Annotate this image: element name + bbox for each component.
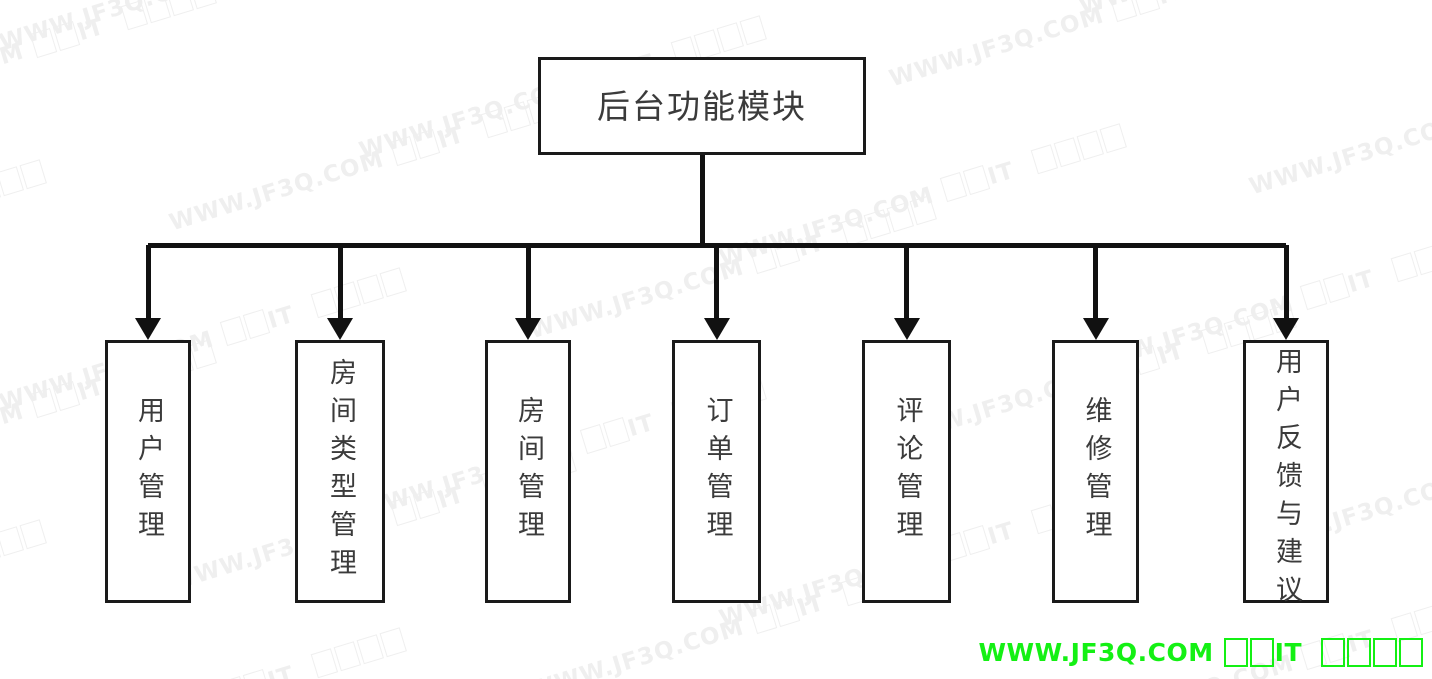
arrow-head-7 (1273, 318, 1299, 340)
connector-drop-4 (714, 245, 719, 318)
node-child-label: 房间管理 (513, 395, 544, 548)
footer-watermark-tofu-icon (1249, 638, 1274, 667)
footer-watermark: WWW.JF3Q.COM IT (978, 638, 1424, 667)
node-child-5[interactable]: 评论管理 (862, 340, 951, 603)
node-child-label: 维修管理 (1080, 395, 1112, 548)
arrow-head-1 (135, 318, 161, 340)
connector-drop-5 (904, 245, 909, 318)
node-child-7[interactable]: 用户反馈与建议 (1243, 340, 1329, 613)
arrow-head-5 (893, 318, 920, 340)
node-child-label: 评论管理 (891, 395, 923, 548)
node-root-label: 后台功能模块 (597, 86, 807, 126)
arrow-head-4 (703, 318, 730, 340)
footer-watermark-tofu-icon (1223, 638, 1248, 667)
connector-drop-1 (145, 245, 151, 318)
arrow-head-3 (515, 318, 541, 340)
node-child-3[interactable]: 房间管理 (485, 340, 571, 603)
arrow-head-2 (327, 318, 353, 340)
node-child-4[interactable]: 订单管理 (672, 340, 761, 603)
footer-watermark-text: WWW.JF3Q.COM (978, 638, 1214, 667)
footer-watermark-tofu-icon (1373, 638, 1397, 667)
footer-watermark-tofu-icon (1399, 638, 1423, 667)
footer-watermark-tofu-icon (1321, 638, 1345, 667)
node-child-2[interactable]: 房间类型管理 (295, 340, 385, 603)
footer-watermark-tofu-icon (1347, 638, 1371, 667)
node-root[interactable]: 后台功能模块 (538, 57, 866, 155)
arrow-head-6 (1082, 318, 1109, 340)
connector-drop-3 (525, 245, 531, 318)
node-child-label: 房间类型管理 (325, 357, 356, 586)
connector-drop-7 (1283, 245, 1289, 318)
connector-drop-6 (1093, 245, 1098, 318)
connector-root-stem (699, 155, 705, 245)
node-child-label: 用户反馈与建议 (1271, 346, 1302, 613)
connector-drop-2 (337, 245, 343, 318)
node-child-1[interactable]: 用户管理 (105, 340, 191, 603)
node-child-label: 订单管理 (701, 395, 733, 548)
node-child-6[interactable]: 维修管理 (1052, 340, 1139, 603)
footer-watermark-suffix: IT (1274, 638, 1302, 667)
node-child-label: 用户管理 (133, 395, 164, 548)
